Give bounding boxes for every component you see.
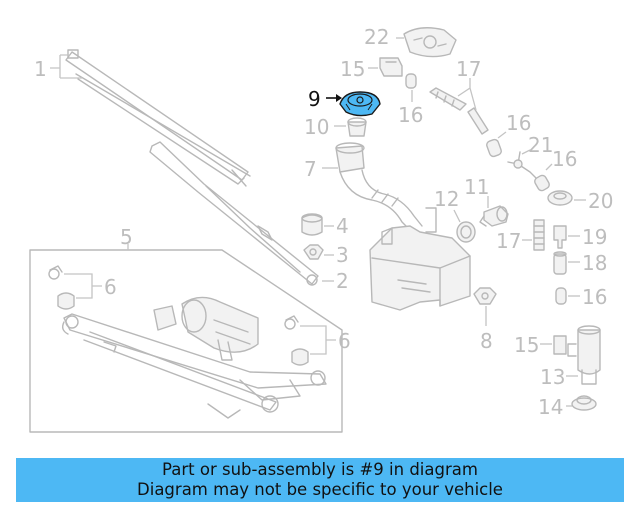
part-6-lower — [284, 315, 309, 366]
part-8-nut — [473, 287, 497, 305]
label-22: 22 — [364, 25, 389, 49]
leader-16c — [545, 163, 553, 171]
leader-16b — [497, 131, 507, 139]
label-15-upper: 15 — [340, 57, 365, 81]
part-1-wiper-blades — [65, 49, 251, 187]
part-11-sensor — [479, 205, 509, 227]
part-wiper-motor — [153, 296, 259, 361]
label-3: 3 — [336, 243, 349, 267]
part-6-upper — [48, 265, 75, 310]
part-16-mid — [486, 138, 502, 158]
label-7: 7 — [304, 157, 317, 181]
part-15-upper-connector — [379, 57, 403, 77]
leader-6a — [64, 273, 102, 299]
label-2: 2 — [336, 269, 349, 293]
part-5-linkage-box — [29, 249, 343, 433]
part-12-grommet — [456, 221, 476, 243]
leader-12 — [453, 209, 461, 223]
label-8: 8 — [480, 329, 493, 353]
part-22-nozzle — [403, 27, 457, 58]
label-16-d: 16 — [582, 285, 607, 309]
label-20: 20 — [588, 189, 613, 213]
leader-21 — [521, 149, 531, 155]
part-19-nozzle — [553, 225, 567, 249]
label-5: 5 — [120, 225, 133, 249]
part-linkage — [61, 313, 327, 419]
label-10: 10 — [304, 115, 329, 139]
banner-line-1: Part or sub-assembly is #9 in diagram — [162, 460, 478, 479]
label-17-lower: 17 — [496, 229, 521, 253]
info-banner: Part or sub-assembly is #9 in diagram Di… — [16, 458, 624, 502]
label-14: 14 — [538, 395, 563, 419]
leader-6b — [300, 325, 336, 355]
label-6-lower: 6 — [338, 329, 351, 353]
label-15-lower: 15 — [514, 333, 539, 357]
part-13-pump — [567, 325, 601, 385]
part-4-cap — [301, 213, 323, 236]
leader-1 — [50, 54, 82, 79]
part-7-filler-neck — [335, 142, 423, 233]
label-18: 18 — [582, 251, 607, 275]
label-4: 4 — [336, 214, 349, 238]
label-16-b: 16 — [506, 111, 531, 135]
label-16-c: 16 — [552, 147, 577, 171]
part-2-wiper-arm — [149, 141, 319, 286]
banner-line-2: Diagram may not be specific to your vehi… — [137, 480, 503, 499]
part-washer-tank — [369, 207, 471, 311]
label-6-upper: 6 — [104, 275, 117, 299]
part-10-grommet — [347, 117, 367, 137]
part-14-grommet — [571, 395, 597, 411]
part-3-nut — [303, 244, 324, 260]
label-11: 11 — [464, 175, 489, 199]
part-17-lower-hose — [533, 219, 545, 251]
part-17-hoses — [429, 87, 489, 135]
part-9-highlighted — [339, 91, 381, 117]
label-19: 19 — [582, 225, 607, 249]
leader-17a — [457, 78, 477, 111]
label-17-upper: 17 — [456, 57, 481, 81]
label-9: 9 — [308, 87, 321, 111]
part-15-lower-connector — [553, 335, 567, 355]
label-12: 12 — [434, 187, 459, 211]
part-16-upper — [405, 73, 417, 89]
label-13: 13 — [540, 365, 565, 389]
label-1: 1 — [34, 57, 47, 81]
part-20-grommet — [547, 190, 573, 206]
part-16-right — [534, 174, 550, 192]
part-21-tee — [507, 151, 537, 179]
parts-diagram: 1 2 3 4 5 6 6 7 8 9 10 11 12 13 14 15 15… — [29, 25, 613, 433]
part-16-bottom — [555, 287, 567, 305]
leader-9 — [326, 94, 342, 102]
label-16-a: 16 — [398, 103, 423, 127]
part-18-valve — [553, 251, 567, 275]
label-21: 21 — [528, 133, 553, 157]
